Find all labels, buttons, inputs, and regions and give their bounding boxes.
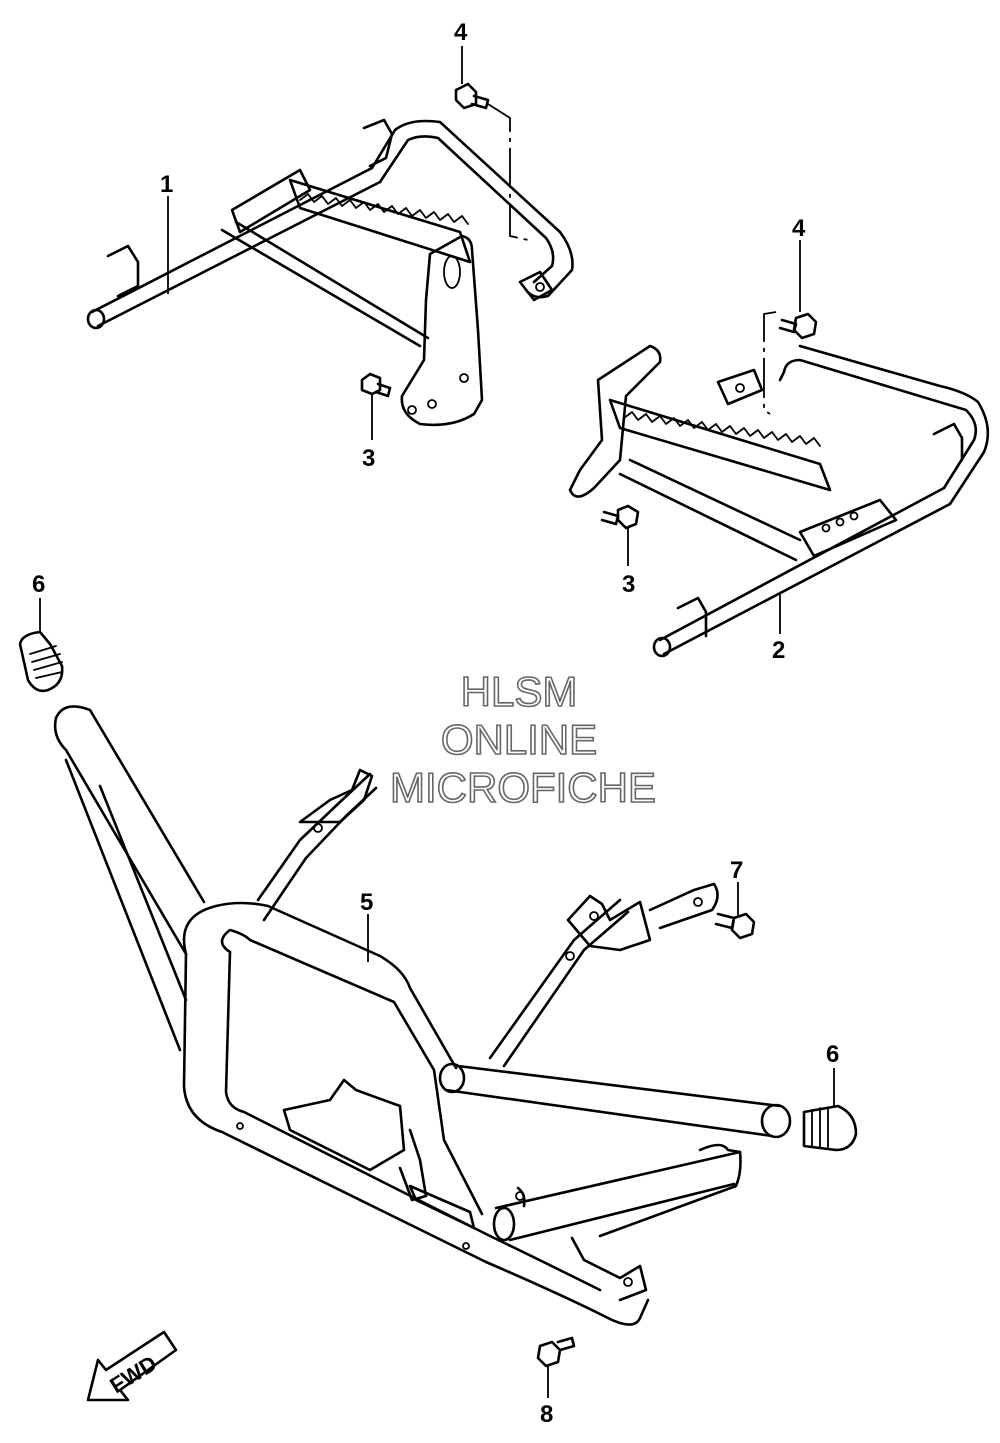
part-2-footrest-bracket-right (568, 344, 990, 658)
callout-6-right: 6 (826, 1041, 839, 1068)
bolt-8 (536, 1336, 576, 1398)
bolt-4-right (763, 311, 818, 415)
callout-6-left: 6 (32, 571, 45, 598)
callout-3-left: 3 (362, 445, 375, 472)
watermark-line-1: HLSM (461, 668, 578, 715)
callout-4-right: 4 (792, 215, 806, 242)
callout-3-right: 3 (622, 571, 635, 598)
part-5-engine-guard (53, 705, 792, 1326)
watermark: HLSM ONLINE MICROFICHE (389, 667, 657, 812)
bolt-4-top (454, 82, 529, 241)
bolt-7 (714, 882, 756, 940)
cap-6-right (802, 1068, 858, 1152)
cap-6-left (18, 598, 64, 693)
part-1-footrest-bracket-left (86, 118, 574, 427)
fwd-arrow-icon: FWD (86, 1330, 178, 1402)
callout-5: 5 (360, 889, 373, 916)
watermark-line-2: ONLINE (441, 716, 597, 763)
callout-2: 2 (772, 637, 785, 664)
bolt-3-right (600, 504, 640, 566)
bolt-3-left (360, 372, 392, 440)
callout-8: 8 (540, 1401, 553, 1428)
callout-1: 1 (160, 171, 173, 198)
callout-4-top: 4 (454, 19, 468, 46)
callout-7: 7 (730, 857, 743, 884)
watermark-line-3: MICROFICHE (390, 764, 656, 811)
